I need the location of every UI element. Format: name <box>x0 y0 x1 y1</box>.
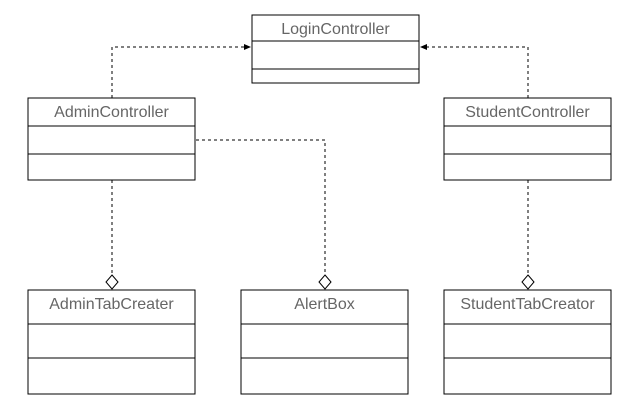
aggregation-diamond-icon <box>318 274 332 290</box>
dependency-admin-to-login <box>111 44 251 98</box>
class-student-controller: StudentController <box>443 97 612 181</box>
class-student-tab-creator: StudentTabCreator <box>443 289 612 395</box>
aggregation-student-to-studenttab <box>521 180 535 290</box>
class-admin-controller: AdminController <box>27 97 196 181</box>
class-name: AdminTabCreater <box>49 296 174 313</box>
dependency-arrowhead-icon <box>244 44 251 50</box>
class-login-controller: LoginController <box>251 14 420 84</box>
aggregation-admin-to-admintab <box>105 180 119 290</box>
class-name: LoginController <box>281 21 390 38</box>
aggregation-diamond-icon <box>521 274 535 290</box>
class-name: AdminController <box>54 104 169 121</box>
dependency-student-to-login <box>420 44 529 98</box>
aggregation-diamond-icon <box>105 274 119 290</box>
class-admin-tab-creater: AdminTabCreater <box>27 289 196 395</box>
class-name: AlertBox <box>294 296 354 313</box>
class-name: StudentTabCreator <box>460 296 595 313</box>
class-name: StudentController <box>465 104 590 121</box>
class-alert-box: AlertBox <box>240 289 409 395</box>
dependency-arrowhead-icon <box>420 44 427 50</box>
aggregation-admin-to-alertbox <box>196 139 332 290</box>
